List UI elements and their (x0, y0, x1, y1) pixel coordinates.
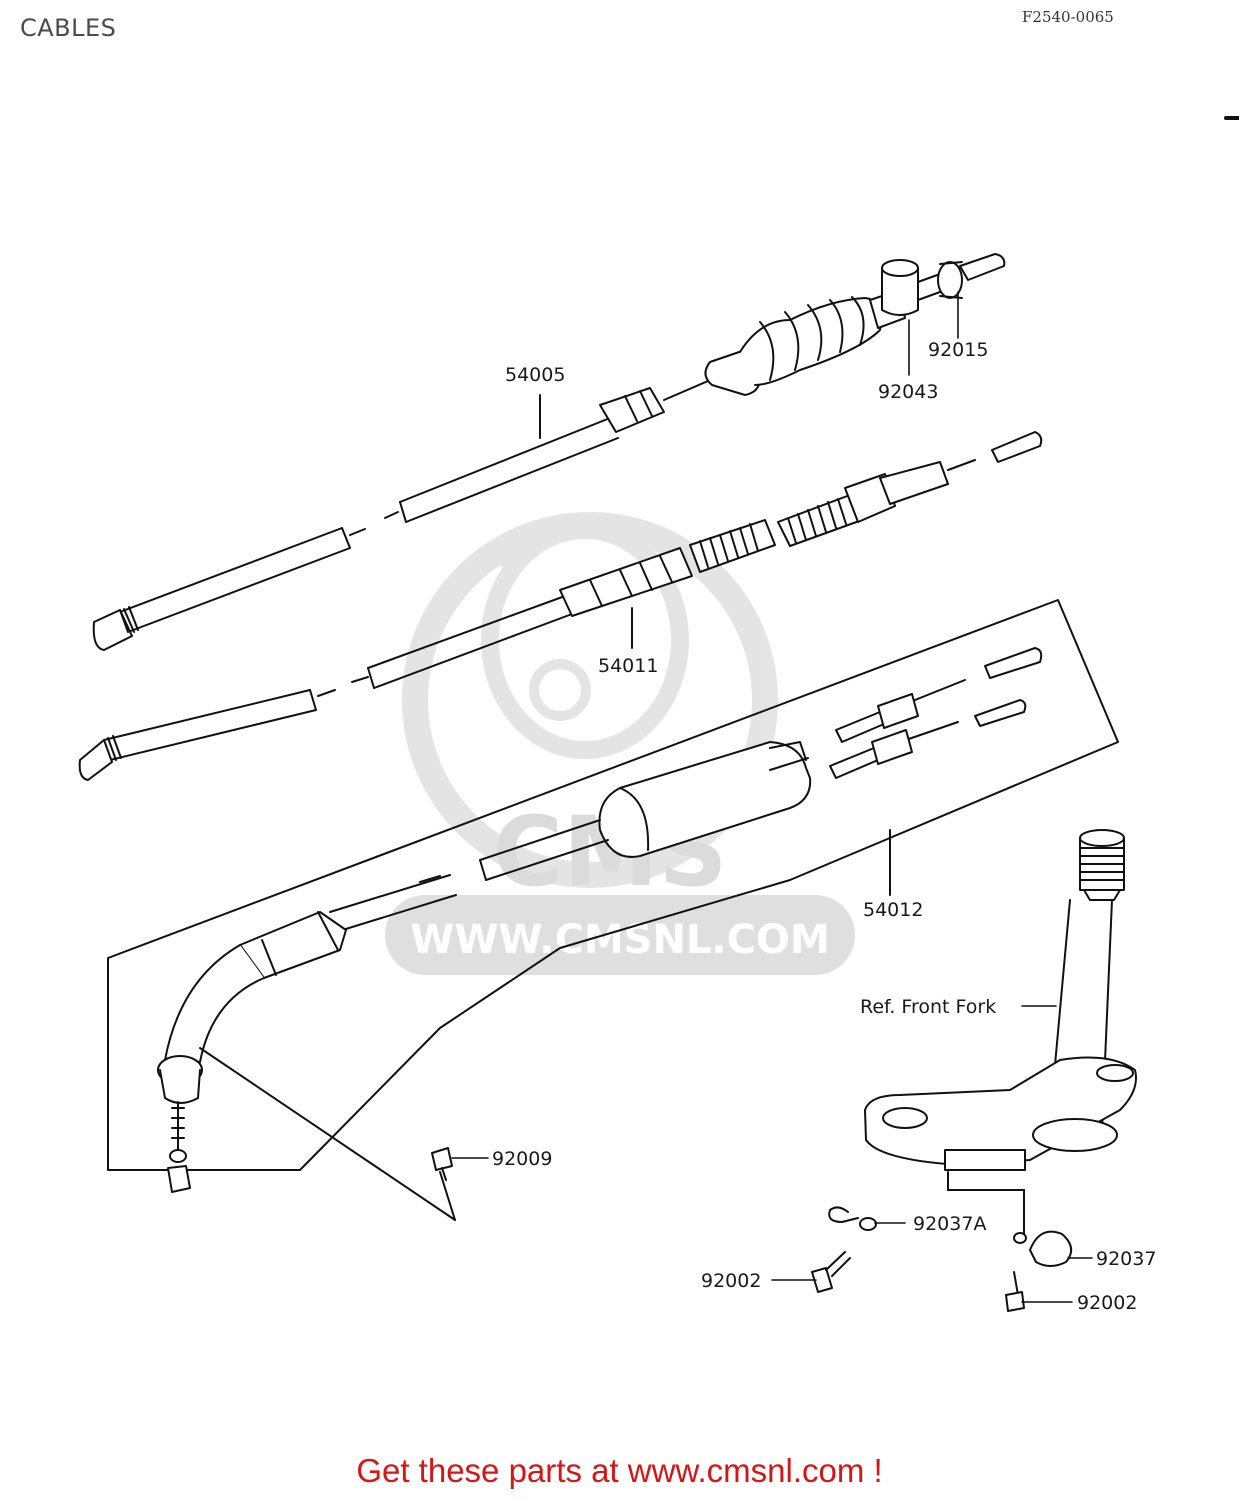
callout-92037: 92037 (1096, 1248, 1156, 1270)
callout-54012: 54012 (863, 899, 923, 921)
get-parts-link[interactable]: Get these parts at www.cmsnl.com ! (356, 1452, 883, 1489)
page-title: CABLES (20, 14, 117, 42)
callout-92009: 92009 (492, 1148, 552, 1170)
callout-92043: 92043 (878, 381, 938, 403)
callout-54005: 54005 (505, 364, 565, 386)
watermark-url-text: WWW.CMSNL.COM (410, 917, 830, 963)
ref-front-fork-label: Ref. Front Fork (860, 996, 996, 1018)
clip-92037 (1013, 1230, 1073, 1267)
bolt-92002-right (1005, 1271, 1025, 1312)
callout-92015: 92015 (928, 339, 988, 361)
cable-54012 (107, 599, 1119, 1221)
bolt-92002-left (811, 1251, 851, 1293)
figure-code: F2540-0065 (1022, 8, 1114, 26)
cable-54011 (78, 431, 1043, 781)
callout-54011: 54011 (598, 655, 658, 677)
cable-54005 (92, 253, 1006, 651)
callout-92002-right: 92002 (1077, 1292, 1137, 1314)
callout-92037A: 92037A (913, 1213, 986, 1235)
leader-lines (451, 291, 1093, 1303)
bolt-92009 (431, 1147, 453, 1181)
clip-92037A (828, 1206, 877, 1231)
steering-stem (864, 829, 1137, 1236)
callout-92002-left: 92002 (701, 1270, 761, 1292)
